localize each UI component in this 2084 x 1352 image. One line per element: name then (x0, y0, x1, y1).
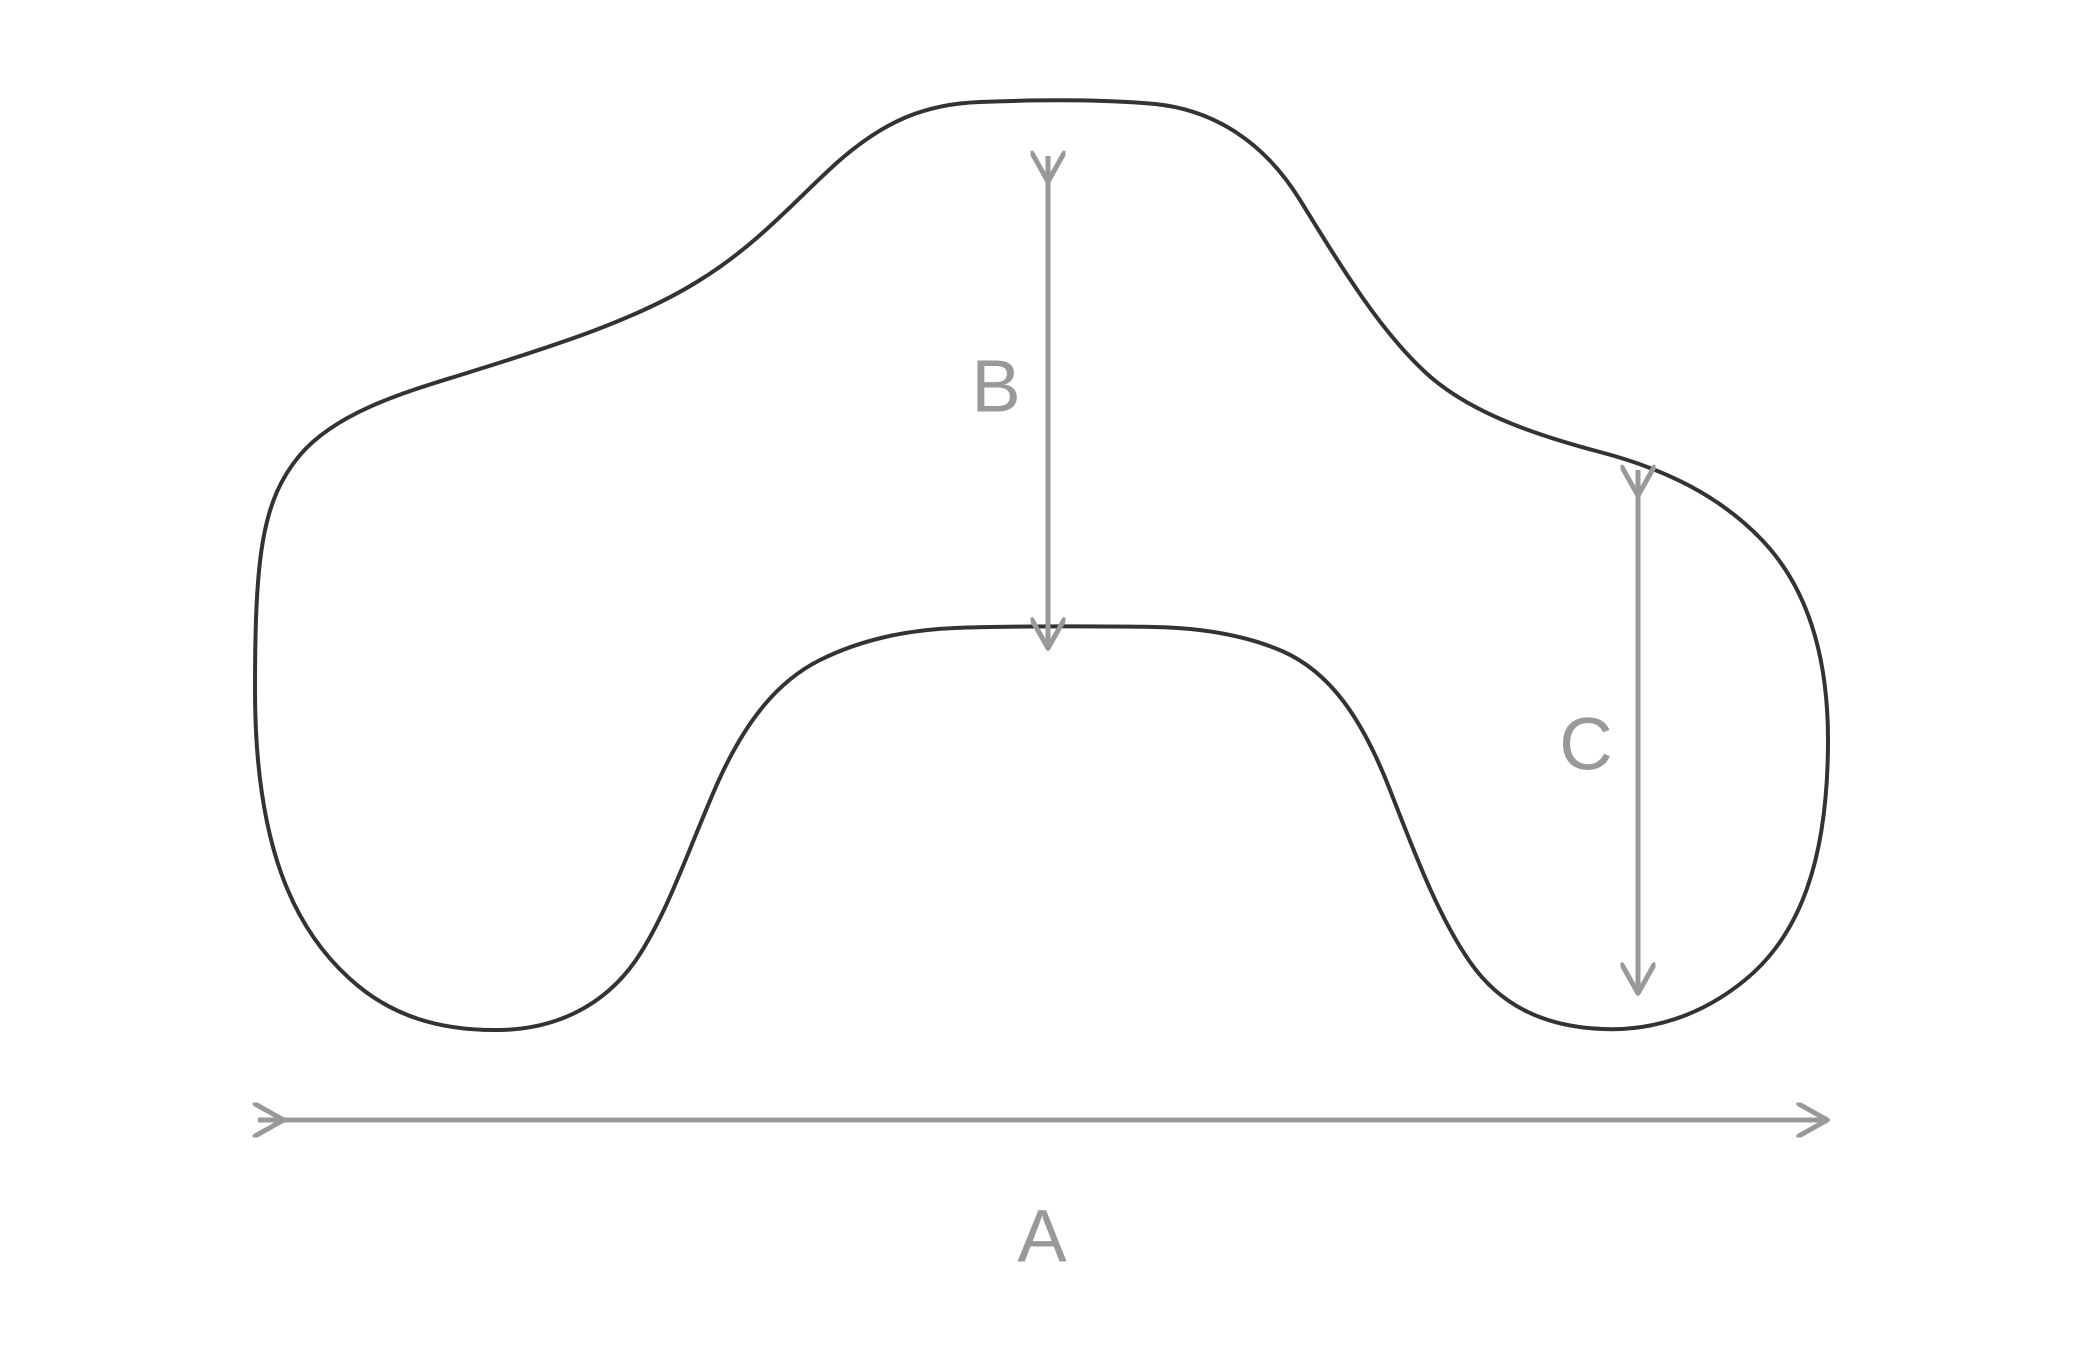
dimension-b-label: B (971, 345, 1020, 428)
dimension-a-label: A (1017, 1195, 1067, 1278)
dimension-b: B (971, 156, 1048, 646)
dimension-c: C (1559, 470, 1638, 991)
dimension-a: A (258, 1120, 1825, 1278)
dimension-c-label: C (1559, 703, 1612, 786)
car-silhouette-outline (253, 98, 1830, 1033)
